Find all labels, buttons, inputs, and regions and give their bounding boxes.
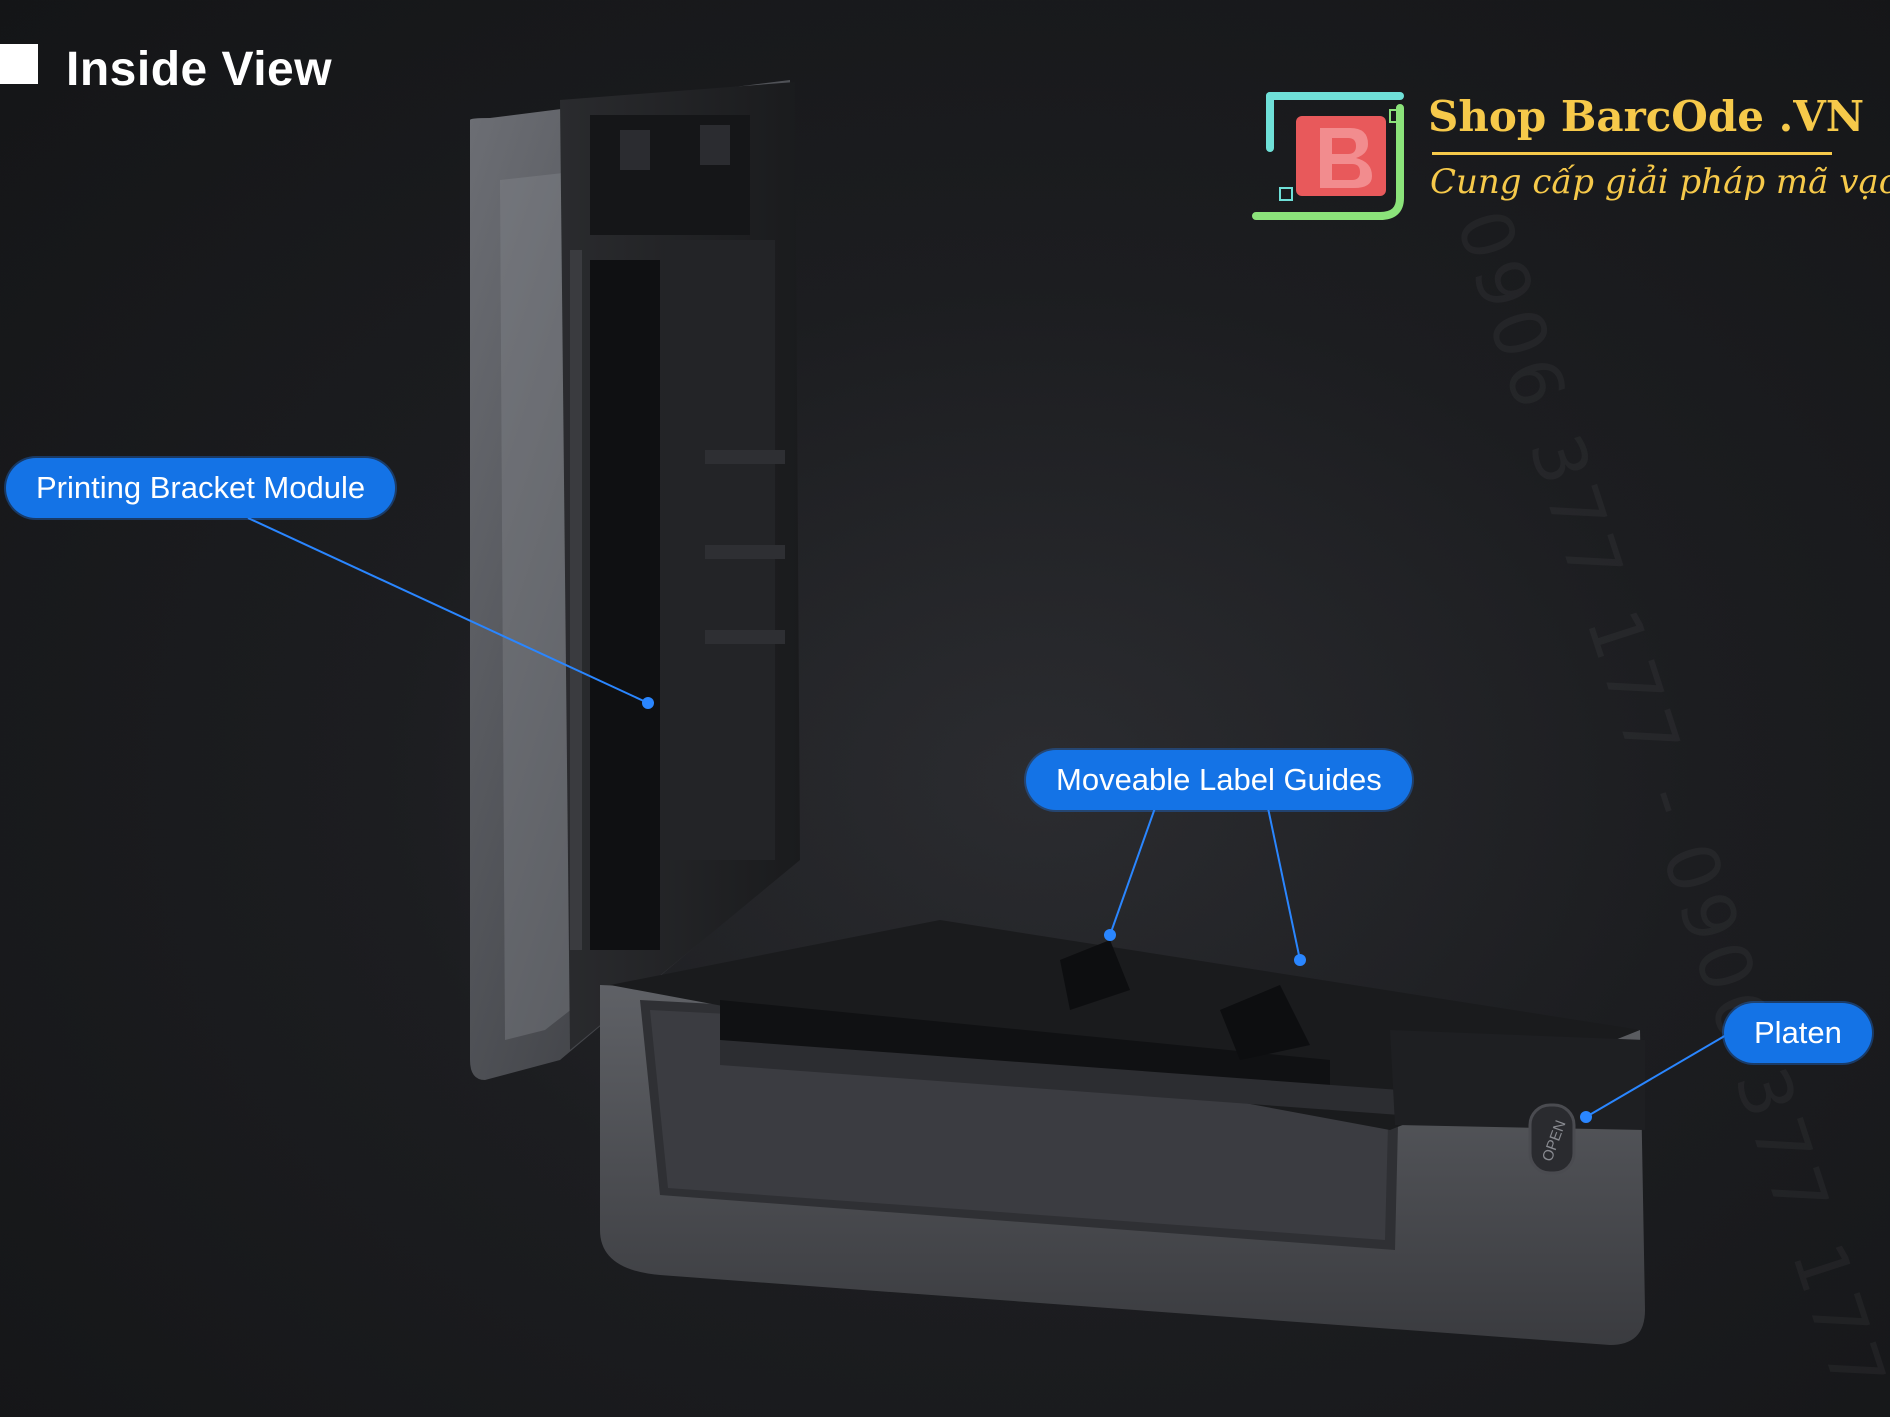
callout-moveable-label-guides: Moveable Label Guides [1026,750,1412,810]
printer-base: OPEN [600,920,1645,1345]
callout-printing-bracket-module: Printing Bracket Module [6,458,396,518]
anchor-platen [1580,1111,1592,1123]
leader-label-guide-left [1109,807,1156,936]
anchor-label-guide-right [1294,954,1306,966]
callout-platen: Platen [1724,1003,1872,1063]
brand-name: Shop BarcOde .VN [1428,92,1865,141]
anchor-label-guide-left [1104,929,1116,941]
anchor-printing-bracket [642,697,654,709]
leader-platen [1585,1033,1729,1118]
section-title: Inside View [66,43,333,96]
brand-rule [1432,152,1832,155]
brand-tagline: Cung cấp giải pháp mã vạch [1430,162,1890,202]
leader-label-guide-right [1267,807,1301,961]
leader-printing-bracket [247,517,649,704]
section-marker [0,44,38,84]
sb-monogram-logo-icon [1252,92,1404,220]
printer-lid [470,80,800,1080]
